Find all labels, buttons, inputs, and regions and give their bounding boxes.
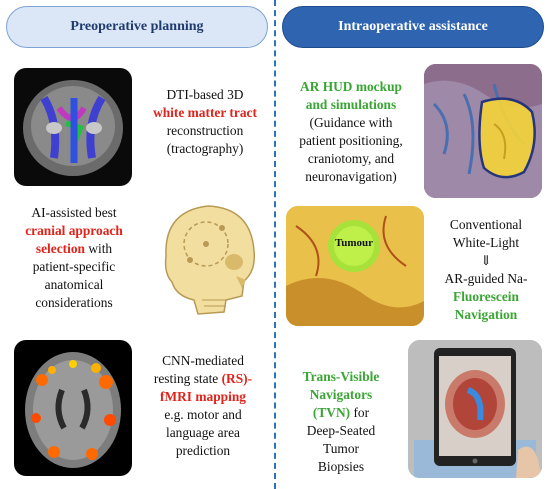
column-divider bbox=[274, 0, 276, 489]
ai-approach-description: AI-assisted best cranial approach select… bbox=[25, 205, 123, 310]
ar-brain-overlay-image bbox=[424, 64, 542, 198]
tvn-description: Trans-Visible Navigators (TVN) for Deep-… bbox=[302, 369, 380, 474]
fluorescein-description: Conventional White-Light ⇓ AR-guided Na-… bbox=[426, 216, 546, 324]
tumour-label: Tumour bbox=[334, 237, 374, 249]
fmri-image bbox=[14, 340, 132, 476]
dti-description: DTI-based 3D white matter tract reconstr… bbox=[153, 87, 257, 156]
preoperative-header: Preoperative planning bbox=[6, 6, 268, 48]
down-arrow-icon: ⇓ bbox=[480, 253, 492, 268]
fmri-description: CNN-mediated resting state (RS)- fMRI ma… bbox=[153, 353, 253, 458]
ar-hud-description: AR HUD mockup and simulations (Guidance … bbox=[299, 79, 403, 184]
tractography-image bbox=[14, 68, 132, 186]
tablet-navigator-image bbox=[408, 340, 542, 478]
skull-image bbox=[146, 196, 266, 322]
fluorescein-image: Tumour bbox=[286, 206, 424, 326]
intraoperative-header: Intraoperative assistance bbox=[282, 6, 544, 48]
